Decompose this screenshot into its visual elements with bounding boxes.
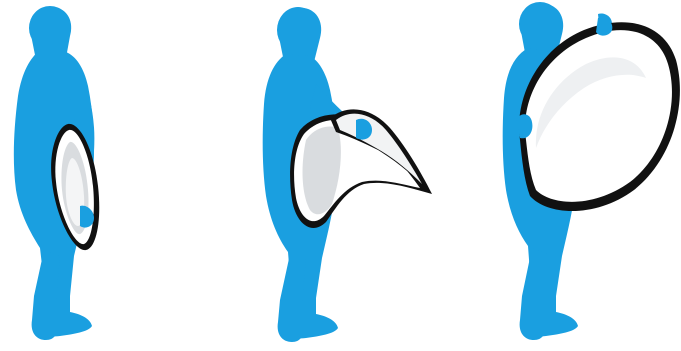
panel-2 bbox=[263, 7, 432, 342]
panel-1 bbox=[14, 6, 99, 340]
panel-3 bbox=[503, 2, 680, 340]
unfolding-reflector-icon bbox=[290, 109, 432, 228]
